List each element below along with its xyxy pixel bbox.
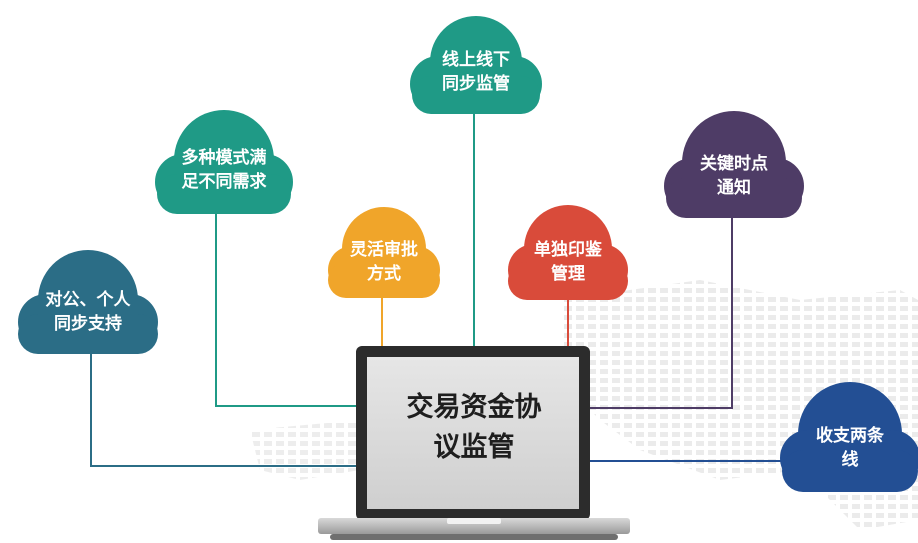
cloud-text-line2: 线 <box>841 450 859 470</box>
cloud-text-line2: 同步监管 <box>442 74 510 94</box>
cloud-label-orange: 灵活审批 方式 <box>334 238 434 286</box>
cloud-label-upper-right: 关键时点 通知 <box>674 152 794 200</box>
cloud-top-center <box>410 16 542 114</box>
laptop-notch <box>447 518 501 524</box>
cloud-label-upper-left: 多种模式满 足不同需求 <box>162 146 286 194</box>
cloud-right <box>780 382 918 492</box>
cloud-text-line2: 足不同需求 <box>181 172 267 192</box>
cloud-text-line1: 多种模式满 <box>181 148 267 168</box>
connector-upper-left <box>215 210 362 407</box>
cloud-label-top-center: 线上线下 同步监管 <box>420 48 532 96</box>
screen-title-line2: 议监管 <box>433 432 515 463</box>
connector-lines <box>90 110 790 467</box>
cloud-label-red: 单独印鉴 管理 <box>516 238 620 286</box>
laptop-screen-title: 交易资金协 议监管 <box>372 388 576 468</box>
laptop-screen <box>367 357 579 509</box>
screen-title-line1: 交易资金协 <box>406 392 542 423</box>
cloud-label-left: 对公、个人 同步支持 <box>22 288 154 336</box>
cloud-text-line1: 单独印鉴 <box>534 240 602 260</box>
cloud-text-line1: 线上线下 <box>442 50 510 70</box>
cloud-text-line1: 对公、个人 <box>45 290 131 310</box>
cloud-upper-right <box>664 111 804 218</box>
cloud-label-right: 收支两条 线 <box>790 424 910 472</box>
cloud-orange <box>328 207 440 298</box>
connector-left <box>90 330 362 467</box>
cloud-red <box>508 205 628 300</box>
cloud-text-line2: 同步支持 <box>54 314 122 334</box>
cloud-text-line2: 通知 <box>717 178 751 198</box>
laptop-base <box>318 518 630 534</box>
cloud-left <box>18 250 158 354</box>
connector-upper-right <box>590 215 733 409</box>
laptop <box>318 346 630 540</box>
cloud-text-line1: 灵活审批 <box>350 240 418 260</box>
cloud-upper-left <box>155 110 293 214</box>
cloud-text-line1: 关键时点 <box>700 154 768 174</box>
cloud-text-line2: 管理 <box>551 264 585 284</box>
cloud-text-line1: 收支两条 <box>816 426 884 446</box>
cloud-text-line2: 方式 <box>367 264 401 284</box>
